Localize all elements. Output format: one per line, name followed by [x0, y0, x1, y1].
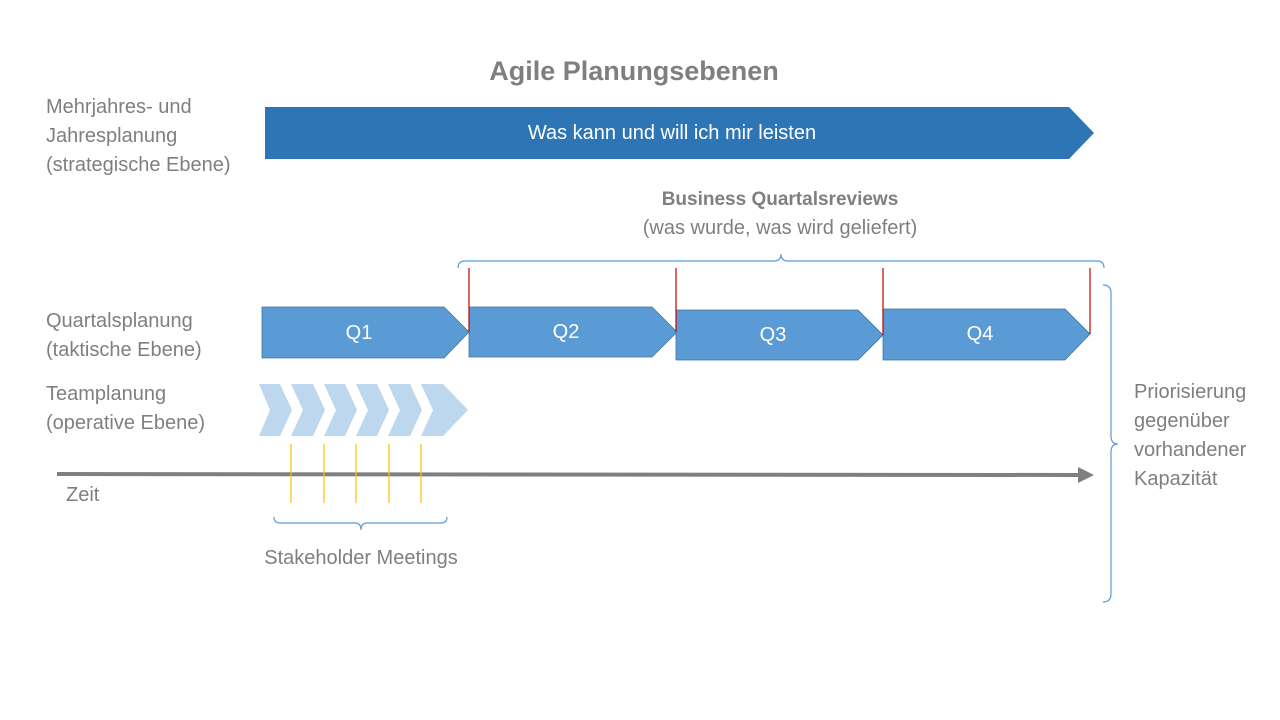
tactical-label-line-2: (taktische Ebene) [46, 339, 202, 361]
priorisierung-line-2: gegenüber [1134, 410, 1230, 432]
stakeholder-brace [273, 516, 448, 531]
strategic-arrow-text: Was kann und will ich mir leisten [527, 122, 817, 144]
priorisierung-line-3: vorhandener [1134, 439, 1247, 461]
strategic-label-line-3: (strategische Ebene) [46, 154, 231, 176]
stakeholder-meetings-label: Stakeholder Meetings [264, 547, 458, 569]
quarter-arrow-q2 [468, 306, 678, 358]
reviews-title: Business Quartalsreviews [661, 189, 899, 210]
reviews-brace [457, 253, 1105, 269]
sprint-chevron [421, 384, 468, 436]
sprint-chevron [388, 384, 422, 436]
quarter-arrow-q1 [261, 306, 470, 359]
sprint-chevron [259, 384, 292, 436]
quarter-label-q2: Q2 [552, 321, 580, 343]
strategic-label-line-2: Jahresplanung [46, 125, 178, 147]
quarter-label-q3: Q3 [759, 324, 787, 346]
sprint-chevron [291, 384, 325, 436]
priorisierung-line-1: Priorisierung [1134, 381, 1247, 403]
reviews-subtitle: (was wurde, was wird geliefert) [642, 217, 918, 239]
quarter-label-q4: Q4 [966, 323, 994, 345]
priorisierung-brace [1102, 284, 1119, 603]
strategic-arrow [265, 107, 1094, 159]
operational-label-line-1: Teamplanung [46, 383, 167, 405]
quarter-arrow-q3 [675, 309, 884, 361]
quarter-label-q1: Q1 [345, 322, 373, 344]
priorisierung-line-4: Kapazität [1134, 468, 1218, 490]
sprint-chevron [356, 384, 389, 436]
page-title: Agile Planungsebenen [489, 56, 779, 86]
timeline-axis [56, 472, 1081, 477]
timeline-label: Zeit [66, 484, 100, 506]
quarter-arrow-q4 [882, 308, 1091, 361]
timeline-arrowhead [1078, 467, 1094, 483]
operational-label-line-2: (operative Ebene) [46, 412, 205, 434]
strategic-label-line-1: Mehrjahres- und [46, 96, 192, 118]
tactical-label-line-1: Quartalsplanung [46, 310, 193, 332]
sprint-chevron [324, 384, 357, 436]
